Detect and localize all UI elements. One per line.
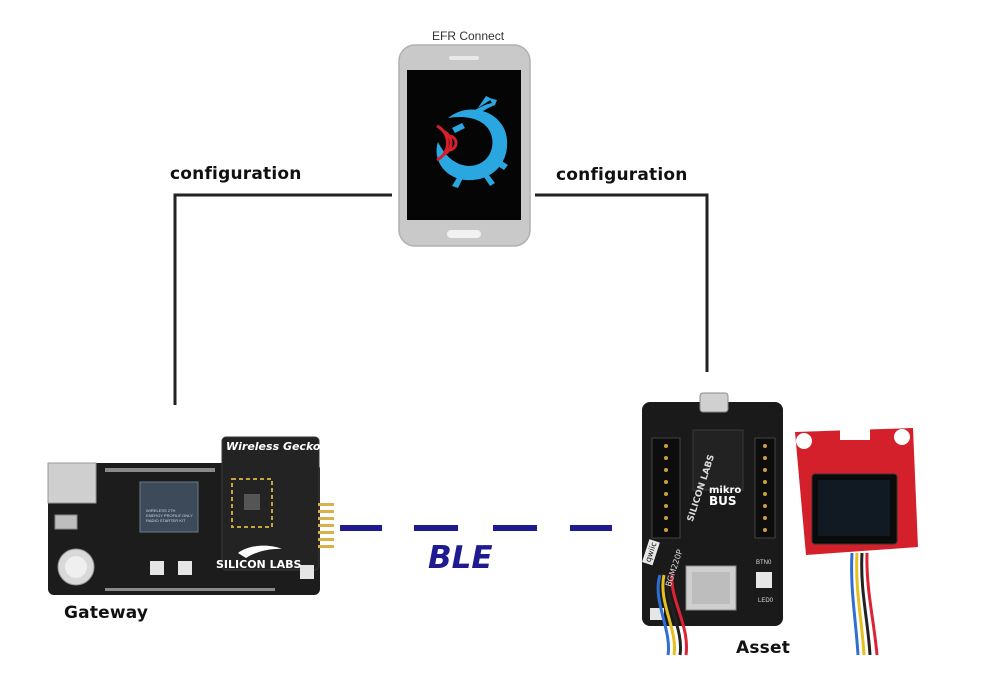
gateway-board-title: Wireless Gecko (226, 440, 321, 453)
gateway-brand: SILICON LABS (216, 558, 302, 571)
led-label: LED0 (758, 598, 774, 604)
app-name-label: EFR Connect (432, 29, 505, 43)
right-config-line (535, 193, 709, 372)
gateway-chip-text: WIRELESS 2TH ENERGY PROFILE ONLY RADIO S… (146, 508, 196, 523)
asset-label: Asset (736, 638, 791, 658)
ble-label: BLE (428, 540, 493, 576)
mikro-text: mikro (709, 485, 742, 496)
right-config-label: configuration (556, 165, 688, 185)
left-config-label: configuration (170, 164, 302, 184)
mikrobus-logo: mikro BUS (709, 485, 742, 508)
gateway-label: Gateway (64, 603, 149, 623)
btn-label: BTN0 (756, 560, 772, 566)
chip-line: RADIO STARTER KIT (146, 518, 186, 523)
bus-text: BUS (709, 494, 737, 508)
chip-line: ENERGY PROFILE ONLY (146, 513, 193, 518)
left-config-line (173, 193, 392, 405)
chip-line: WIRELESS 2TH (146, 508, 176, 513)
